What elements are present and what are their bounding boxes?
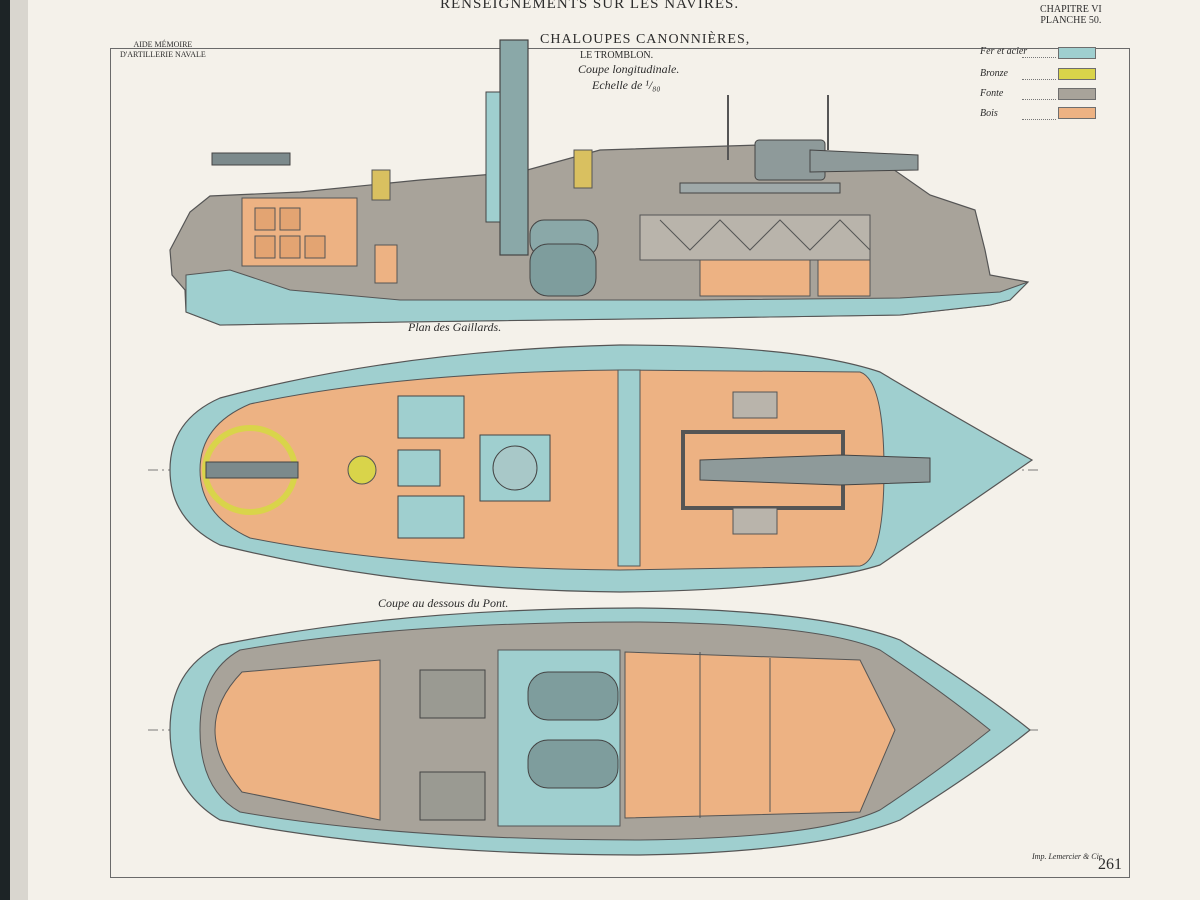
- scale-label: Echelle de ¹/₈₀: [592, 78, 661, 92]
- bronze-capstan: [371, 169, 391, 201]
- funnel-plan: [492, 445, 538, 491]
- bronze-capstan-plan: [347, 455, 377, 485]
- legend-label-cast-iron: Fonte: [980, 88, 1004, 99]
- main-gun-barrel: [809, 149, 919, 173]
- section-subtitle: Coupe longitudinale.: [578, 62, 680, 76]
- cabin-panel: [279, 207, 301, 231]
- gun-port: [732, 507, 778, 535]
- hatch: [397, 449, 441, 487]
- legend-label-bronze: Bronze: [980, 68, 1008, 79]
- boiler: [529, 243, 597, 297]
- aide-line-2: D'ARTILLERIE NAVALE: [120, 50, 206, 59]
- aide-memoire-label: AIDE MÉMOIRE D'ARTILLERIE NAVALE: [120, 40, 206, 60]
- forward-store: [699, 259, 811, 297]
- legend-swatch-steel: [1058, 47, 1096, 59]
- cabin-panel: [254, 235, 276, 259]
- engine: [419, 771, 486, 821]
- chapter-label: CHAPITRE VI PLANCHE 50.: [1040, 4, 1102, 26]
- printer-credit: Imp. Lemercier & Cie: [1032, 852, 1103, 861]
- truss: [659, 219, 871, 251]
- gun-port: [732, 391, 778, 419]
- skylight: [397, 495, 465, 539]
- legend-swatch-bronze: [1058, 68, 1096, 80]
- page-number: 261: [1098, 856, 1122, 873]
- aide-line-1: AIDE MÉMOIRE: [133, 40, 193, 49]
- engine: [419, 669, 486, 719]
- plate-title: CHALOUPES CANONNIÈRES,: [540, 32, 751, 47]
- keel-steel: [185, 269, 1029, 326]
- cabin-panel: [254, 207, 276, 231]
- stern-gun-plan: [205, 461, 299, 479]
- bridge-bay: [617, 369, 641, 567]
- vent-pipe: [485, 91, 501, 223]
- aft-hold-wood: [214, 659, 381, 821]
- legend-leader: [1022, 78, 1056, 80]
- bow-locker: [817, 259, 871, 297]
- plate-frame: [110, 48, 1130, 878]
- boiler-plan: [527, 739, 619, 789]
- cabin-panel: [304, 235, 326, 259]
- legend-leader: [1022, 98, 1056, 100]
- plan-label: Plan des Gaillards.: [408, 320, 502, 334]
- header-title: RENSEIGNEMENTS SUR LES NAVIRES.: [440, 0, 740, 12]
- funnel: [499, 39, 529, 256]
- legend-label-wood: Bois: [980, 108, 998, 119]
- legend-swatch-cast-iron: [1058, 88, 1096, 100]
- cabin-panel: [279, 235, 301, 259]
- legend-leader: [1022, 56, 1056, 58]
- ship-name: LE TROMBLON.: [580, 50, 654, 61]
- forward-hold-wood: [624, 651, 896, 819]
- plate-number: PLANCHE 50.: [1040, 15, 1102, 26]
- boiler-plan: [527, 671, 619, 721]
- legend-label-steel: Fer et acier: [980, 46, 1028, 57]
- legend-swatch-wood: [1058, 107, 1096, 119]
- locker: [374, 244, 398, 284]
- main-gun-plan: [699, 454, 931, 486]
- bronze-wheel: [573, 149, 593, 189]
- mid-compartment: [639, 214, 871, 261]
- stern-gun: [211, 152, 291, 166]
- skylight: [397, 395, 465, 439]
- gun-slide: [679, 182, 841, 194]
- coupe-label: Coupe au dessous du Pont.: [378, 596, 509, 610]
- legend-leader: [1022, 118, 1056, 120]
- chapter-text: CHAPITRE VI: [1040, 4, 1102, 15]
